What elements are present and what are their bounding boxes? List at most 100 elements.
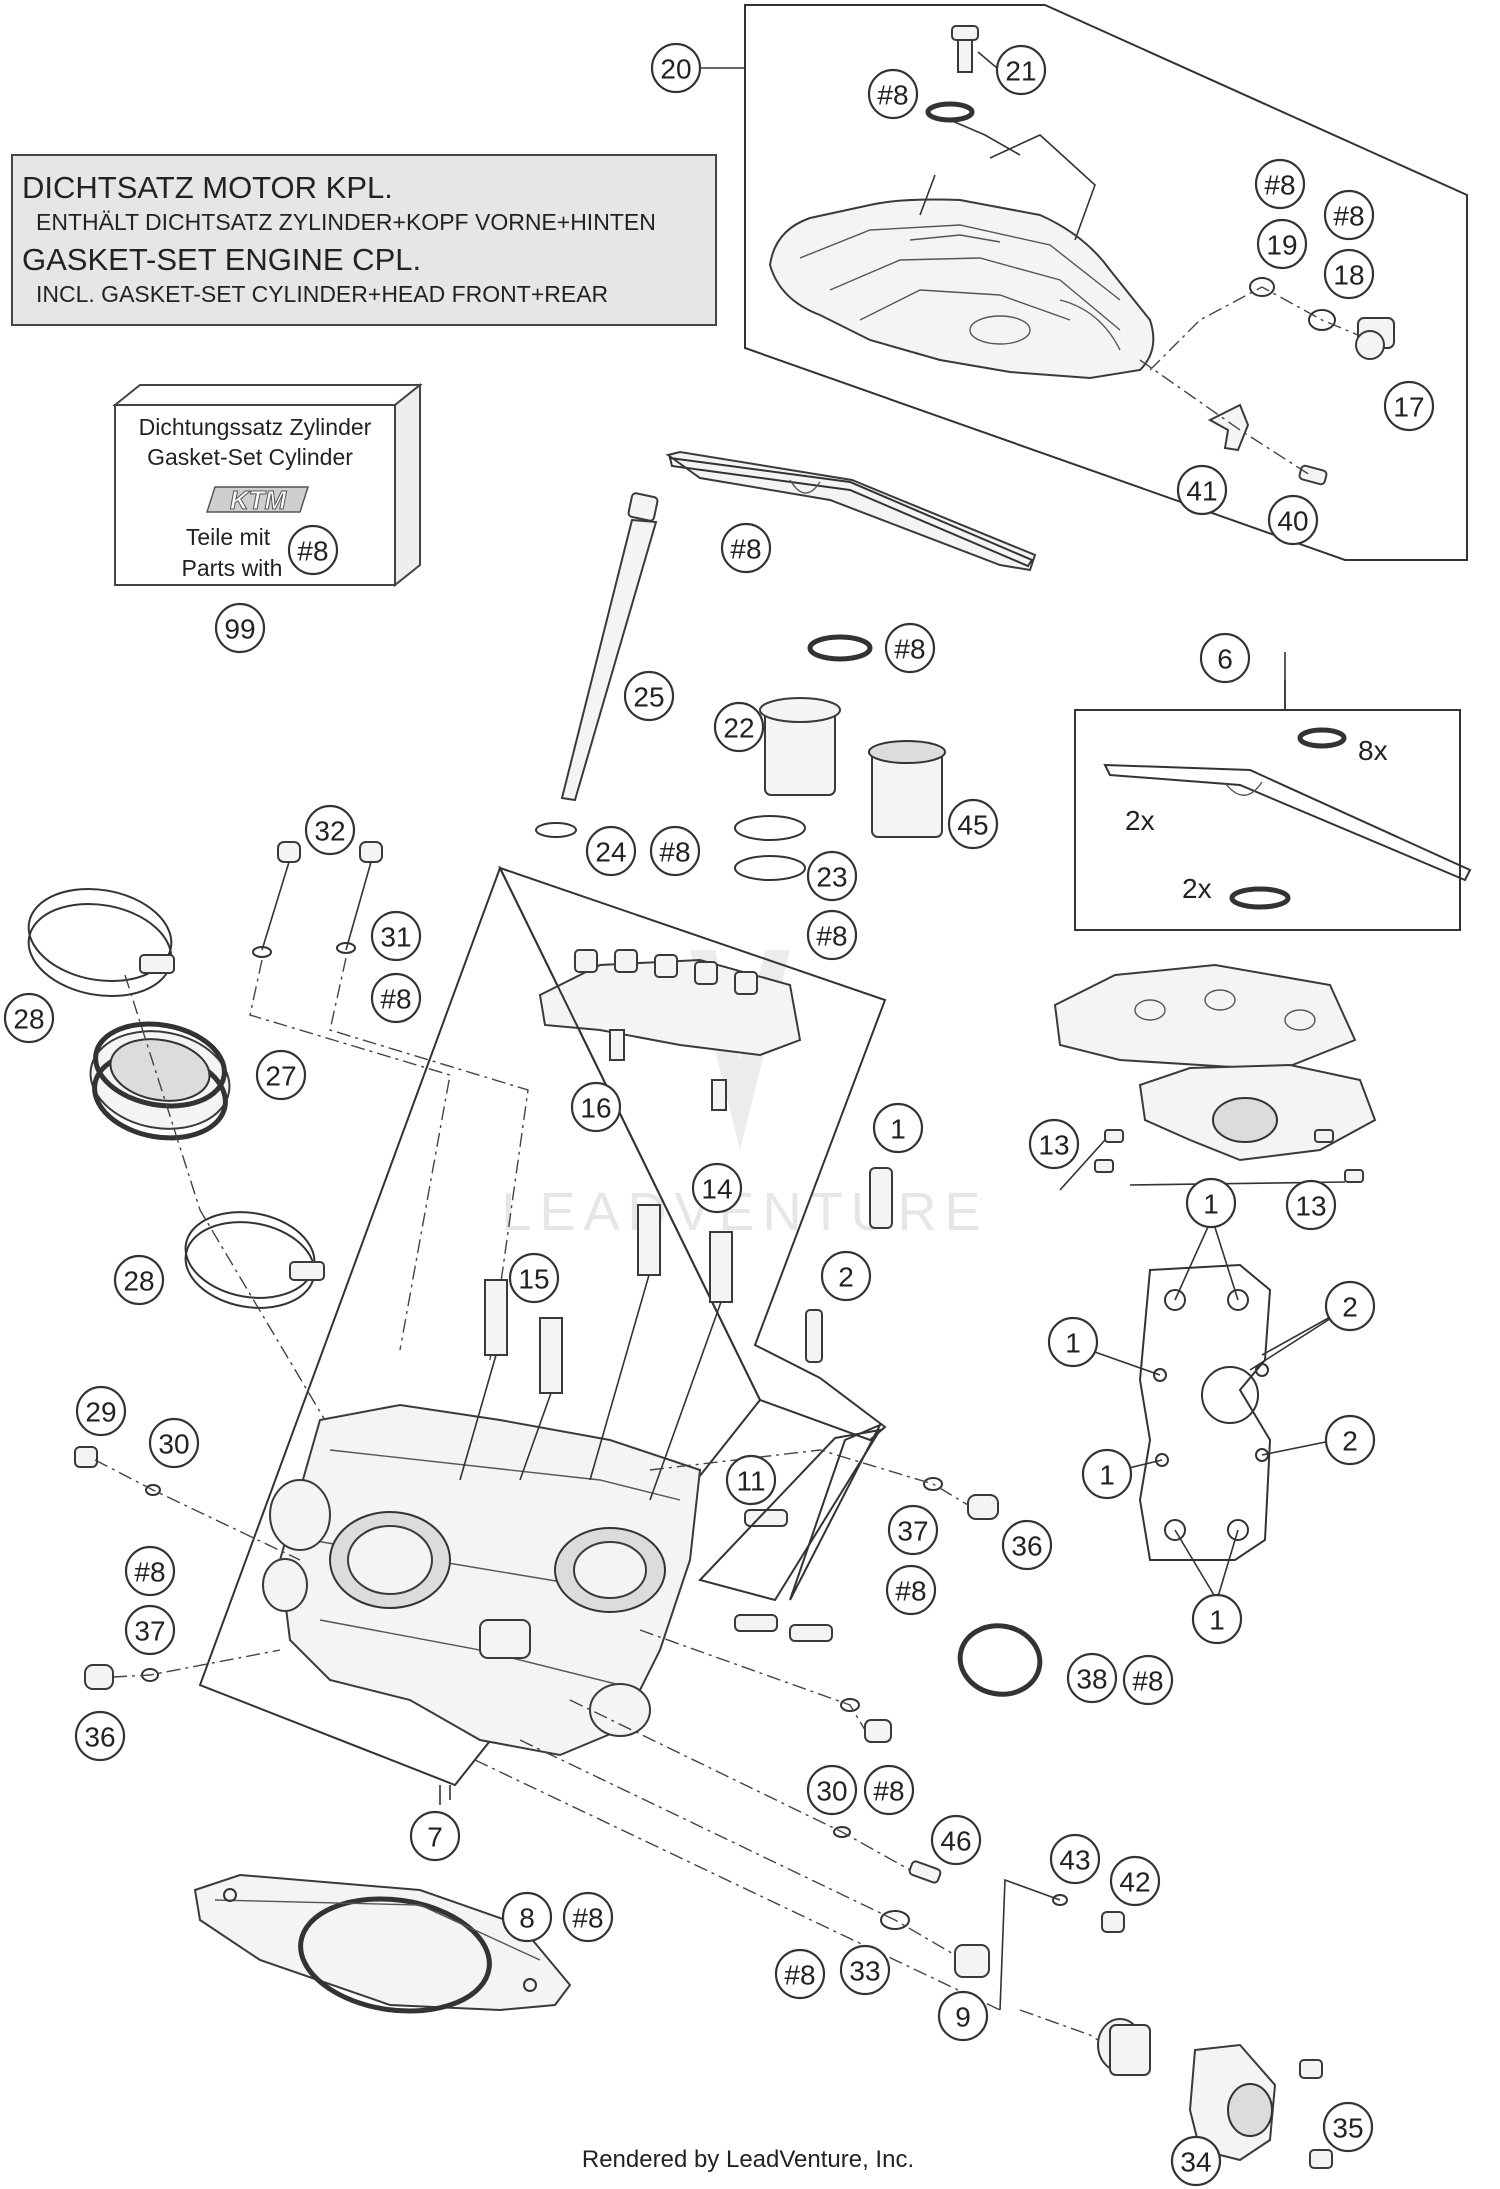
callout-1: 1 xyxy=(1081,1448,1133,1500)
bearing-cap xyxy=(1053,963,1377,1183)
callout-circle xyxy=(691,1162,743,1214)
lifters xyxy=(734,634,946,881)
callout-15: 15 xyxy=(508,1252,560,1304)
callout-circle xyxy=(863,1764,915,1816)
callout-label: 13 xyxy=(1038,1130,1069,1161)
callout-label: 20 xyxy=(660,54,691,85)
callout-30: 30 xyxy=(806,1764,858,1816)
callout-label: 99 xyxy=(224,614,255,645)
callout-circle xyxy=(720,522,772,574)
gasket-cylinder-line3: Teile mit xyxy=(186,524,271,550)
callout-1: 1 xyxy=(1047,1316,1099,1368)
callout-21: 21 xyxy=(995,44,1047,96)
callout-circle xyxy=(806,909,858,961)
multiplier-gasket: 2x xyxy=(1125,805,1155,836)
callout-label: 29 xyxy=(85,1397,116,1428)
callout-circle xyxy=(124,1545,176,1597)
cylinder-head xyxy=(198,865,762,1800)
callout-37: 37 xyxy=(887,1504,939,1556)
callout-circle xyxy=(1191,1593,1243,1645)
callout-label: 17 xyxy=(1393,392,1424,423)
callout-circle xyxy=(995,44,1047,96)
callout-label: 22 xyxy=(723,713,754,744)
callout-label: #8 xyxy=(1132,1666,1163,1697)
callout-20: 20 xyxy=(650,42,702,94)
gasket-set-cylinder-box: Dichtungssatz Zylinder Gasket-Set Cylind… xyxy=(112,382,423,588)
callout-circle xyxy=(1170,2135,1222,2187)
cylinder-head-bolt xyxy=(535,492,659,838)
callout-2: 2 xyxy=(820,1250,872,1302)
callout-label: 2 xyxy=(1342,1426,1358,1457)
callout-circle xyxy=(1047,1316,1099,1368)
callout-label: #8 xyxy=(1333,201,1364,232)
callout-34: 34 xyxy=(1170,2135,1222,2187)
callout-13: 13 xyxy=(1028,1118,1080,1170)
callout-circle xyxy=(1324,1280,1376,1332)
callout-circle xyxy=(725,1454,777,1506)
callout-7: 7 xyxy=(409,1810,461,1862)
callout-label: 2 xyxy=(838,1262,854,1293)
callout-28: 28 xyxy=(113,1254,165,1306)
callout-circle xyxy=(649,825,701,877)
callout-circle xyxy=(3,992,55,1044)
callout-circle xyxy=(1028,1118,1080,1170)
callout-label: 19 xyxy=(1266,230,1297,261)
multiplier-rings: 8x xyxy=(1358,735,1388,766)
callout-hash-8: #8 xyxy=(884,622,936,674)
callout-label: #8 xyxy=(816,921,847,952)
callout-hash-8: #8 xyxy=(287,524,339,576)
callout-circle xyxy=(501,1891,553,1943)
callout-30: 30 xyxy=(148,1417,200,1469)
callout-41: 41 xyxy=(1176,464,1228,516)
callout-label: 1 xyxy=(1209,1605,1225,1636)
callout-label: #8 xyxy=(895,1576,926,1607)
callout-8: 8 xyxy=(501,1891,553,1943)
callout-label: #8 xyxy=(894,634,925,665)
callout-99: 99 xyxy=(214,602,266,654)
gasket-engine-line3: GASKET-SET ENGINE CPL. xyxy=(22,242,421,277)
callout-label: 28 xyxy=(13,1004,44,1035)
callout-circle xyxy=(650,42,702,94)
callout-label: 18 xyxy=(1333,260,1364,291)
callout-9: 9 xyxy=(937,1990,989,2042)
callout-label: 41 xyxy=(1186,476,1217,507)
callout-label: 36 xyxy=(1011,1531,1042,1562)
callout-circle xyxy=(287,524,339,576)
callout-hash-8: #8 xyxy=(720,522,772,574)
callout-hash-8: #8 xyxy=(562,1891,614,1943)
callout-37: 37 xyxy=(124,1604,176,1656)
callout-label: 45 xyxy=(957,810,988,841)
callout-1: 1 xyxy=(872,1102,924,1154)
callout-circle xyxy=(585,825,637,877)
callout-circle xyxy=(370,972,422,1024)
watermark-text: LEADVENTURE xyxy=(501,1182,988,1242)
callout-label: 25 xyxy=(633,682,664,713)
callout-circle xyxy=(1267,494,1319,546)
callout-circle xyxy=(74,1710,126,1762)
callout-circle xyxy=(884,622,936,674)
valve-cover-group xyxy=(744,4,1468,561)
callout-label: 7 xyxy=(427,1822,443,1853)
callout-label: 1 xyxy=(1203,1189,1219,1220)
callout-1: 1 xyxy=(1185,1177,1237,1229)
callout-17: 17 xyxy=(1383,380,1435,432)
callout-label: 15 xyxy=(518,1264,549,1295)
callout-36: 36 xyxy=(74,1710,126,1762)
callout-hash-8: #8 xyxy=(1254,158,1306,210)
gasket-engine-line2: ENTHÄLT DICHTSATZ ZYLINDER+KOPF VORNE+HI… xyxy=(36,209,656,235)
callout-label: 35 xyxy=(1332,2113,1363,2144)
callout-28: 28 xyxy=(3,992,55,1044)
callout-label: 21 xyxy=(1005,56,1036,87)
callout-label: #8 xyxy=(380,984,411,1015)
gasket-set-engine-box: DICHTSATZ MOTOR KPL. ENTHÄLT DICHTSATZ Z… xyxy=(11,154,717,326)
callout-label: 43 xyxy=(1059,1845,1090,1876)
callout-circle xyxy=(1256,218,1308,270)
intake-boot xyxy=(27,887,421,1581)
callout-label: 9 xyxy=(955,2002,971,2033)
callout-46: 46 xyxy=(930,1814,982,1866)
callout-circle xyxy=(947,798,999,850)
callout-2: 2 xyxy=(1324,1414,1376,1466)
callout-label: #8 xyxy=(297,536,328,567)
callout-38: 38 xyxy=(1066,1652,1118,1704)
